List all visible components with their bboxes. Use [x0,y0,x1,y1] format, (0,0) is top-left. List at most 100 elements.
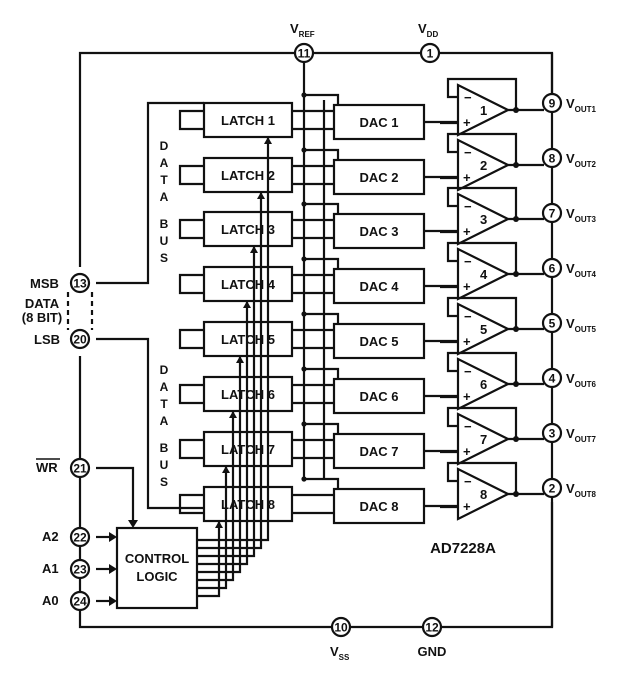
vout-6-pin-number: 4 [549,372,556,386]
amp-5-plus: + [463,334,471,349]
data-bus-lower-letter: D [160,363,169,377]
data-bus-lower-letter: S [160,475,168,489]
dac-8-label: DAC 8 [359,499,398,514]
a2-pin-number: 22 [73,531,87,545]
dac-7-label: DAC 7 [359,444,398,459]
data-label-2: (8 BIT) [22,310,62,325]
amp-3 [456,192,511,246]
vref-pin [293,42,315,64]
amp-2 [456,138,511,192]
wr-pin [69,457,91,479]
latch-1-box [202,101,294,139]
amp-4-minus: − [464,254,472,269]
a2-label: A2 [42,529,59,544]
vout-7-pin-number: 3 [549,427,556,441]
a0-pin-number: 24 [73,595,87,609]
part-number: AD7228A [430,540,496,557]
amp-8-minus: − [464,474,472,489]
amp-1-number: 1 [480,103,487,118]
vout-6-label: VOUT6 [566,371,597,389]
amp-8-number: 8 [480,487,487,502]
amp-1-minus: − [464,90,472,105]
data-bus-wiring [96,101,204,515]
dac-5-label: DAC 5 [359,334,398,349]
vout-8-pin [541,477,563,499]
data-bus-upper-letter: A [160,190,169,204]
vout-5-label: VOUT5 [566,316,597,334]
latch-3-label: LATCH 3 [221,222,275,237]
data-bracket [66,292,94,330]
gnd-pin [421,616,443,638]
vdd-pin-number: 1 [427,47,434,61]
data-bus-lower-letter: B [160,441,169,455]
vout-3-label: VOUT3 [566,206,597,224]
vref-label: VREF [290,21,315,39]
control-logic-block: CONTROL LOGIC [96,137,272,610]
vout-3-pin [541,202,563,224]
vout-2-pin [541,147,563,169]
amp-8-plus: + [463,499,471,514]
wr-pin-number: 21 [73,462,87,476]
vdd-label: VDD [418,21,438,39]
vout-6-pin [541,367,563,389]
amp-1-plus: + [463,115,471,130]
amp-3-minus: − [464,199,472,214]
a1-pin [69,558,91,580]
amp-3-plus: + [463,224,471,239]
dac-6-label: DAC 6 [359,389,398,404]
vdd-pin [419,42,441,64]
a0-label: A0 [42,593,59,608]
vout-2-pin-number: 8 [549,152,556,166]
amp-4-plus: + [463,279,471,294]
dac-1-label: DAC 1 [359,115,398,130]
control-logic-label-2: LOGIC [136,569,178,584]
data-bus-upper-letter: S [160,251,168,265]
gnd-label: GND [418,644,447,659]
amp-6-number: 6 [480,377,487,392]
a2-pin [69,526,91,548]
vout-5-pin-number: 5 [549,317,556,331]
latch-2-box [202,156,294,194]
amp-3-number: 3 [480,212,487,227]
vout-1-pin [541,92,563,114]
vout-2-label: VOUT2 [566,151,597,169]
vout-5-pin [541,312,563,334]
data-bus-upper-letter: A [160,156,169,170]
lsb-pin-number: 20 [73,333,87,347]
dac-4-label: DAC 4 [359,279,399,294]
wr-label: WR [36,460,58,475]
data-bus-lower-letter: T [160,397,168,411]
data-bus-lower-letter: U [160,458,169,472]
latch-4-box [202,265,294,303]
data-bus-lower-letter: A [160,414,169,428]
amp-5-minus: − [464,309,472,324]
amp-7-plus: + [463,444,471,459]
amp-7 [456,412,511,466]
data-bus-upper-letter: T [160,173,168,187]
data-bus-upper-letter: D [160,139,169,153]
a1-pin-number: 23 [73,563,87,577]
vout-8-pin-number: 2 [549,482,556,496]
data-bus-upper-letter: B [160,217,169,231]
amp-6-minus: − [464,364,472,379]
dac-2-label: DAC 2 [359,170,398,185]
latch-2-label: LATCH 2 [221,168,275,183]
amp-6-plus: + [463,389,471,404]
vout-7-label: VOUT7 [566,426,597,444]
vout-1-label: VOUT1 [566,96,597,114]
dac-2-box [332,158,426,196]
data-bus-lower-letter: A [160,380,169,394]
lsb-pin [69,328,91,350]
lsb-label: LSB [34,332,60,347]
amp-5-number: 5 [480,322,487,337]
vss-label: VSS [330,644,350,662]
vout-4-pin [541,257,563,279]
control-logic-label-1: CONTROL [125,551,189,566]
amp-4 [456,247,511,301]
control-logic-box [115,526,199,610]
